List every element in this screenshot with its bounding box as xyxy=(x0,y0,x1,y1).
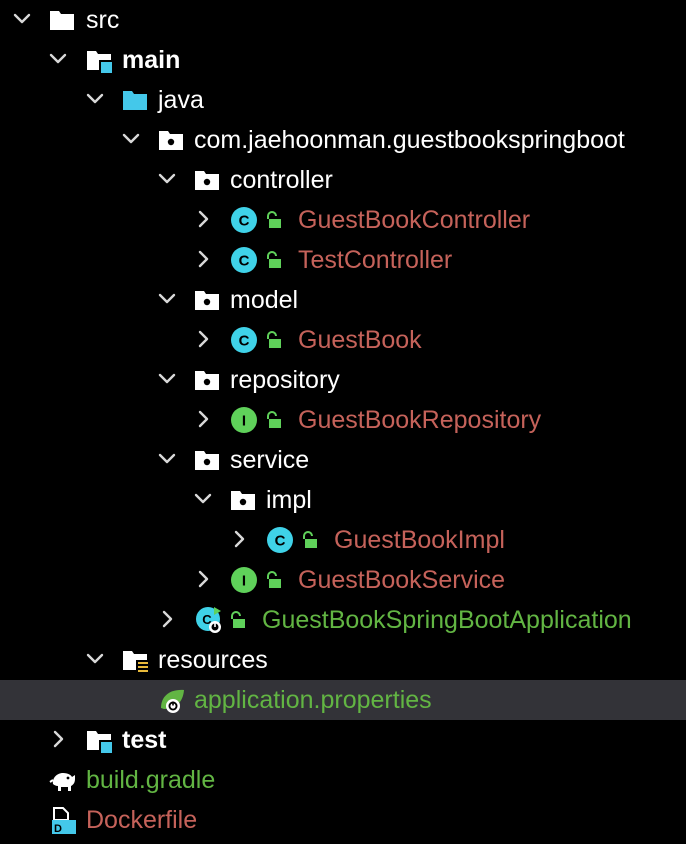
interface-i-icon xyxy=(230,566,258,594)
tree-row-test[interactable]: test xyxy=(0,720,686,760)
package-icon xyxy=(193,166,221,194)
chevron-down-icon[interactable] xyxy=(156,288,178,310)
tree-label-guest-book-controller: GuestBookController xyxy=(298,206,531,234)
tree-label-guest-book-service: GuestBookService xyxy=(298,566,506,594)
class-c-icon xyxy=(230,206,258,234)
tree-row-package[interactable]: com.jaehoonman.guestbookspringboot xyxy=(0,120,686,160)
chevron-down-icon[interactable] xyxy=(11,8,33,30)
chevron-down-icon[interactable] xyxy=(84,88,106,110)
chevron-down-icon[interactable] xyxy=(84,648,106,670)
tree-row-guest-book-service[interactable]: GuestBookService xyxy=(0,560,686,600)
package-icon xyxy=(193,366,221,394)
lock-open-icon xyxy=(300,531,318,549)
tree-label-main: main xyxy=(122,46,181,74)
lock-open-icon xyxy=(264,411,282,429)
chevron-down-icon[interactable] xyxy=(156,168,178,190)
class-c-icon xyxy=(230,246,258,274)
tree-label-application-properties: application.properties xyxy=(194,686,432,714)
spring-boot-icon xyxy=(158,686,186,714)
tree-row-main[interactable]: main xyxy=(0,40,686,80)
chevron-right-icon[interactable] xyxy=(192,248,214,270)
tree-row-java[interactable]: java xyxy=(0,80,686,120)
chevron-right-icon[interactable] xyxy=(192,408,214,430)
chevron-down-icon[interactable] xyxy=(156,448,178,470)
tree-label-package: com.jaehoonman.guestbookspringboot xyxy=(194,126,625,154)
chevron-right-icon[interactable] xyxy=(156,608,178,630)
resource-root-icon xyxy=(121,646,149,674)
chevron-right-icon[interactable] xyxy=(47,728,69,750)
chevron-down-icon[interactable] xyxy=(156,368,178,390)
chevron-right-icon[interactable] xyxy=(192,208,214,230)
tree-row-impl[interactable]: impl xyxy=(0,480,686,520)
tree-row-test-controller[interactable]: TestController xyxy=(0,240,686,280)
tree-label-test-controller: TestController xyxy=(298,246,453,274)
tree-row-service[interactable]: service xyxy=(0,440,686,480)
interface-i-icon xyxy=(230,406,258,434)
source-root-icon xyxy=(85,46,113,74)
tree-row-model[interactable]: model xyxy=(0,280,686,320)
tree-row-controller[interactable]: controller xyxy=(0,160,686,200)
tree-label-impl: impl xyxy=(266,486,312,514)
source-root-icon xyxy=(85,726,113,754)
tree-label-resources: resources xyxy=(158,646,268,674)
chevron-right-icon[interactable] xyxy=(192,328,214,350)
package-icon xyxy=(157,126,185,154)
tree-label-guest-book-repository: GuestBookRepository xyxy=(298,406,542,434)
chevron-down-icon[interactable] xyxy=(120,128,142,150)
tree-row-dockerfile[interactable]: Dockerfile xyxy=(0,800,686,840)
tree-label-controller: controller xyxy=(230,166,333,194)
spring-boot-icon xyxy=(194,606,222,634)
tree-label-java: java xyxy=(158,86,204,114)
tree-row-guest-book-impl[interactable]: GuestBookImpl xyxy=(0,520,686,560)
dockerfile-icon xyxy=(48,806,76,834)
tree-label-test: test xyxy=(122,726,167,754)
chevron-right-icon[interactable] xyxy=(192,568,214,590)
chevron-right-icon[interactable] xyxy=(228,528,250,550)
tree-label-repository: repository xyxy=(230,366,340,394)
lock-open-icon xyxy=(264,251,282,269)
tree-row-build-gradle[interactable]: build.gradle xyxy=(0,760,686,800)
tree-label-guest-book: GuestBook xyxy=(298,326,422,354)
package-icon xyxy=(193,446,221,474)
tree-label-build-gradle: build.gradle xyxy=(86,766,216,794)
tree-label-dockerfile: Dockerfile xyxy=(86,806,198,834)
tree-row-resources[interactable]: resources xyxy=(0,640,686,680)
tree-label-guest-book-impl: GuestBookImpl xyxy=(334,526,505,554)
tree-label-src: src xyxy=(86,6,120,34)
tree-row-repository[interactable]: repository xyxy=(0,360,686,400)
class-c-icon xyxy=(230,326,258,354)
tree-row-guest-book-controller[interactable]: GuestBookController xyxy=(0,200,686,240)
folder-icon xyxy=(48,6,76,34)
tree-row-application-class[interactable]: GuestBookSpringBootApplication xyxy=(0,600,686,640)
chevron-down-icon[interactable] xyxy=(47,48,69,70)
class-c-icon xyxy=(266,526,294,554)
lock-open-icon xyxy=(264,331,282,349)
package-icon xyxy=(193,286,221,314)
chevron-down-icon[interactable] xyxy=(192,488,214,510)
tree-row-guest-book[interactable]: GuestBook xyxy=(0,320,686,360)
package-icon xyxy=(229,486,257,514)
tree-label-application-class: GuestBookSpringBootApplication xyxy=(262,606,632,634)
gradle-elephant-icon xyxy=(49,766,77,794)
tree-label-model: model xyxy=(230,286,299,314)
tree-row-src[interactable]: src xyxy=(0,0,686,40)
java-source-folder-icon xyxy=(121,86,149,114)
tree-row-guest-book-repository[interactable]: GuestBookRepository xyxy=(0,400,686,440)
tree-row-application-properties[interactable]: application.properties xyxy=(0,680,686,720)
lock-open-icon xyxy=(228,611,246,629)
lock-open-icon xyxy=(264,211,282,229)
lock-open-icon xyxy=(264,571,282,589)
tree-label-service: service xyxy=(230,446,310,474)
